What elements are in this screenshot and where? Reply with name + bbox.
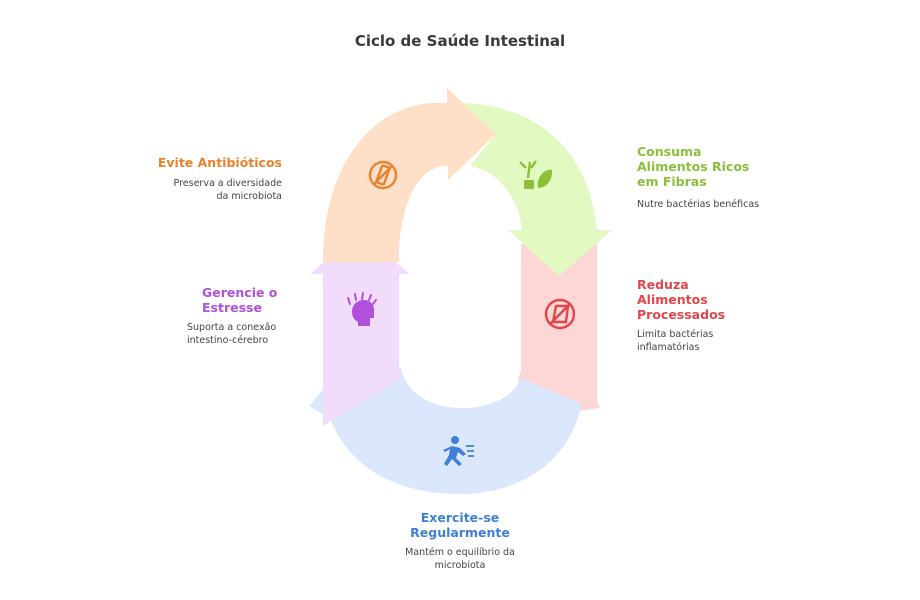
step-label-fibers: Consuma Alimentos Ricos em Fibras xyxy=(637,144,750,189)
no-antibiotics-icon xyxy=(368,160,398,190)
diagram-title: Ciclo de Saúde Intestinal xyxy=(354,32,566,50)
step-desc-fibers: Nutre bactérias benéficas xyxy=(637,199,760,210)
segment-antibiotics xyxy=(323,88,496,262)
step-desc-processed: Limita bactérias inflamatórias xyxy=(637,329,714,353)
step-desc-exercise: Mantém o equilíbrio da microbiota xyxy=(405,547,515,571)
step-desc-stress: Suporta a conexão intestino-cérebro xyxy=(187,322,277,346)
step-label-stress: Gerencie o Estresse xyxy=(202,285,278,315)
step-label-processed: Reduza Alimentos Processados xyxy=(637,277,726,322)
segment-stress xyxy=(310,232,410,426)
segment-fibers xyxy=(462,103,612,276)
step-desc-antibiotics: Preserva a diversidade da microbiota xyxy=(173,178,282,202)
stressed-head-icon xyxy=(347,292,377,326)
running-person-icon xyxy=(443,436,474,466)
step-label-exercise: Exercite-se Regularmente xyxy=(410,510,510,540)
segment-reduce-processed xyxy=(518,244,600,418)
plant-icon xyxy=(519,160,553,189)
no-processed-food-icon xyxy=(544,298,576,330)
step-label-antibiotics: Evite Antibióticos xyxy=(157,155,282,170)
segment-exercise xyxy=(309,362,582,494)
